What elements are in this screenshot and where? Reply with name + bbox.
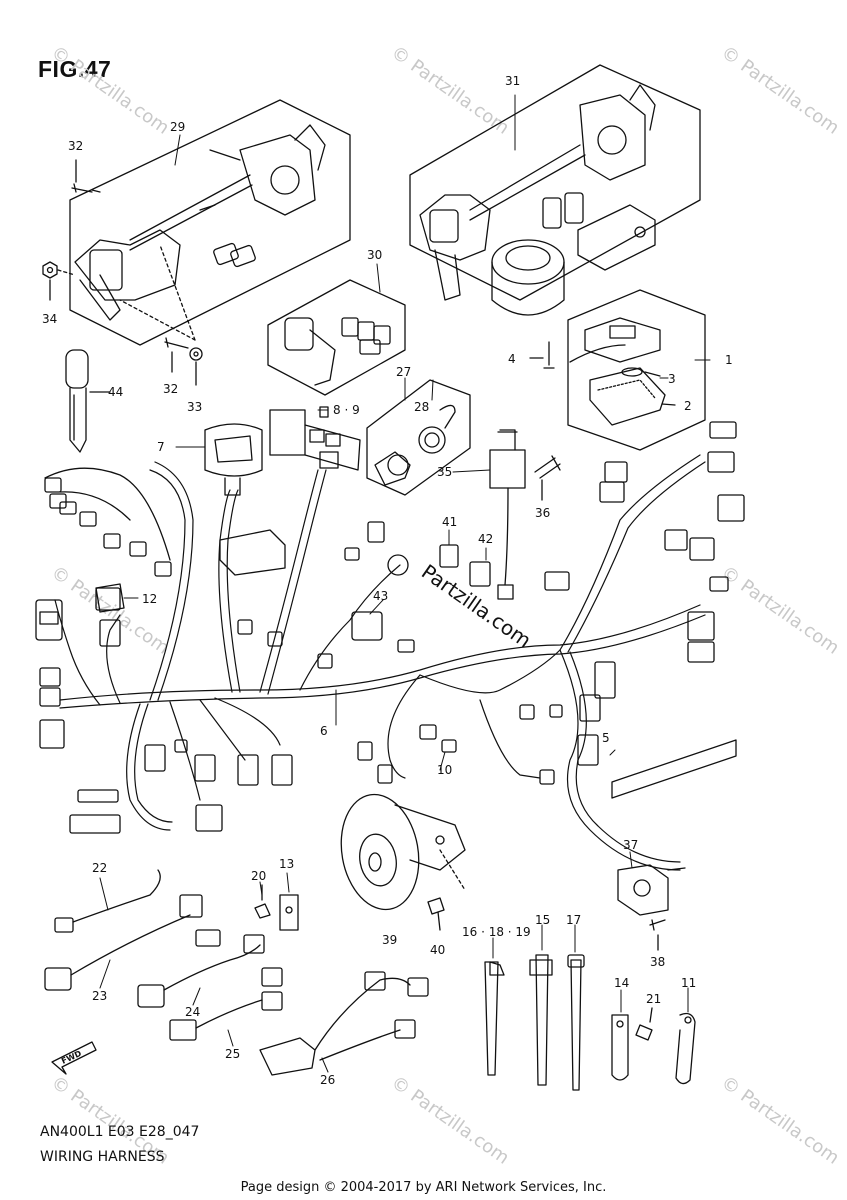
callout-30: 30 bbox=[367, 248, 382, 262]
callout-17: 17 bbox=[566, 913, 581, 927]
callout-40: 40 bbox=[430, 943, 445, 957]
part-32-screw bbox=[71, 159, 101, 193]
part-20-bolt bbox=[254, 884, 271, 919]
center-watermark-text: Partzilla.com bbox=[417, 559, 536, 652]
part-1-remote-unit bbox=[567, 289, 706, 451]
callout-29: 29 bbox=[170, 120, 185, 134]
callout-7: 7 bbox=[157, 440, 165, 454]
part-25-sub-harness bbox=[169, 991, 283, 1041]
part-13-bracket bbox=[279, 894, 299, 931]
callout-27: 27 bbox=[396, 365, 411, 379]
callout-31: 31 bbox=[505, 74, 520, 88]
callout-43: 43 bbox=[373, 589, 388, 603]
callout-26: 26 bbox=[320, 1073, 335, 1087]
watermark-text: © Partzilla.com bbox=[387, 1072, 513, 1169]
part-44-key bbox=[65, 349, 111, 453]
part-33-washer bbox=[119, 244, 203, 386]
callout-39: 39 bbox=[382, 933, 397, 947]
callout-32-top: 32 bbox=[68, 139, 83, 153]
part-15-cable-tie bbox=[529, 954, 553, 1086]
callout-2: 2 bbox=[684, 399, 692, 413]
figure-label: FIG.47 bbox=[38, 56, 112, 82]
callout-38: 38 bbox=[650, 955, 665, 969]
leader-lines bbox=[99, 94, 711, 1073]
watermark-text: © Partzilla.com bbox=[47, 42, 173, 139]
callout-36: 36 bbox=[535, 506, 550, 520]
part-27-socket-assembly bbox=[366, 379, 471, 496]
part-30-switch-assembly bbox=[267, 279, 406, 396]
callout-8-9: 8 · 9 bbox=[333, 403, 360, 417]
watermark-text: © Partzilla.com bbox=[717, 1072, 843, 1169]
part-17-cable-tie bbox=[567, 954, 585, 1091]
part-35-switch bbox=[489, 429, 526, 600]
fwd-arrow-icon bbox=[51, 1041, 97, 1075]
part-36-bolt bbox=[534, 455, 561, 501]
drawing-code: AN400L1 E03 E28_047 bbox=[40, 1124, 200, 1140]
part-21-screw bbox=[635, 1007, 653, 1041]
watermark-text: © Partzilla.com bbox=[717, 562, 843, 659]
part-23-sub-harness bbox=[44, 894, 203, 991]
callout-10: 10 bbox=[437, 763, 452, 777]
harness-connectors bbox=[35, 421, 745, 834]
part-37-sensor bbox=[617, 864, 686, 916]
callout-37: 37 bbox=[623, 838, 638, 852]
drawing-title: WIRING HARNESS bbox=[40, 1149, 165, 1165]
part-26-sub-harness bbox=[259, 971, 429, 1076]
watermark-text: © Partzilla.com bbox=[387, 42, 513, 139]
part-8-9-fuse-box bbox=[269, 406, 361, 471]
part-11-clamp bbox=[675, 1012, 696, 1085]
part-14-clamp bbox=[611, 1014, 629, 1081]
callout-20: 20 bbox=[251, 869, 266, 883]
part-24-sub-harness bbox=[137, 929, 283, 1008]
callout-32-lower: 32 bbox=[163, 382, 178, 396]
part-32-screw-lower bbox=[164, 337, 189, 373]
fwd-label: FWD bbox=[60, 1049, 83, 1066]
callout-5: 5 bbox=[602, 731, 610, 745]
callout-42: 42 bbox=[478, 532, 493, 546]
part-34-nut bbox=[42, 261, 76, 301]
callout-14: 14 bbox=[614, 976, 629, 990]
part-40-bolt bbox=[427, 849, 466, 931]
callout-21: 21 bbox=[646, 992, 661, 1006]
part-38-bolt bbox=[649, 919, 666, 951]
callout-41: 41 bbox=[442, 515, 457, 529]
part-4-screw bbox=[529, 341, 555, 369]
part-6-main-wiring-harness bbox=[54, 454, 706, 871]
callout-28: 28 bbox=[414, 400, 429, 414]
part-7-relay-unit bbox=[204, 423, 263, 496]
part-5-tape bbox=[611, 739, 737, 799]
part-12-relay bbox=[95, 583, 125, 613]
callout-6: 6 bbox=[320, 724, 328, 738]
callout-15: 15 bbox=[535, 913, 550, 927]
part-16-18-19-cable-tie bbox=[484, 961, 505, 1076]
callout-3: 3 bbox=[668, 372, 676, 386]
callout-13: 13 bbox=[279, 857, 294, 871]
callout-33: 33 bbox=[187, 400, 202, 414]
callout-25: 25 bbox=[225, 1047, 240, 1061]
part-39-horn bbox=[340, 793, 466, 911]
callout-24: 24 bbox=[185, 1005, 200, 1019]
callout-4: 4 bbox=[508, 352, 516, 366]
callout-16-18-19: 16 · 18 · 19 bbox=[462, 925, 531, 939]
callout-11: 11 bbox=[681, 976, 696, 990]
watermark-text: © Partzilla.com bbox=[717, 42, 843, 139]
callout-34: 34 bbox=[42, 312, 57, 326]
page-footer: Page design © 2004-2017 by ARI Network S… bbox=[240, 1180, 607, 1195]
callout-1: 1 bbox=[725, 353, 733, 367]
callout-44: 44 bbox=[108, 385, 123, 399]
part-22-wire-lead bbox=[54, 869, 161, 933]
callout-23: 23 bbox=[92, 989, 107, 1003]
callout-12: 12 bbox=[142, 592, 157, 606]
part-29-ignition-switch-set bbox=[69, 99, 351, 346]
callout-35: 35 bbox=[437, 465, 452, 479]
part-31-lock-set bbox=[409, 64, 701, 316]
callout-22: 22 bbox=[92, 861, 107, 875]
